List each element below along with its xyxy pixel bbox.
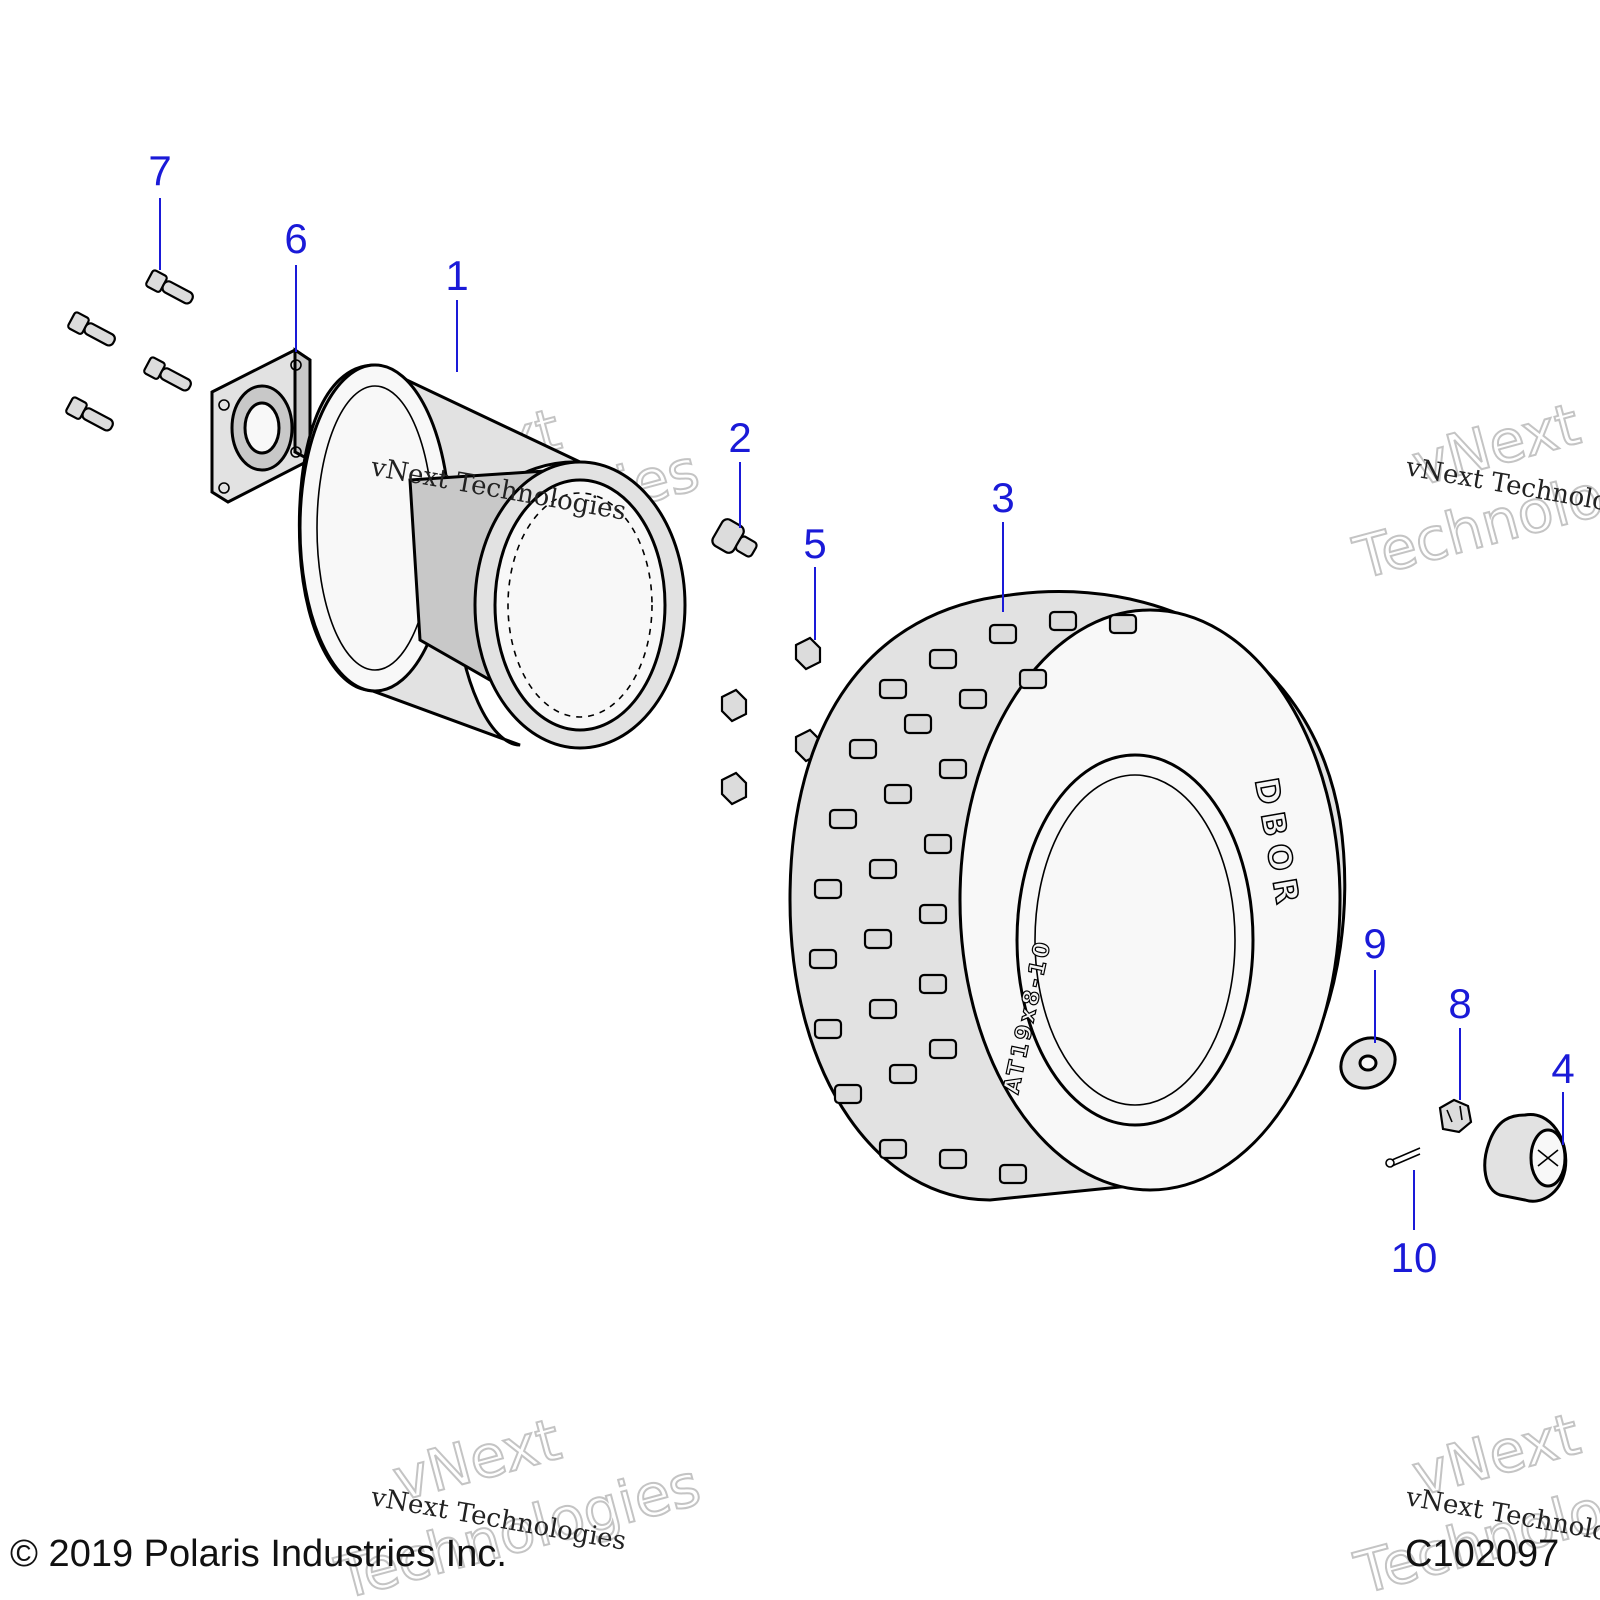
callout-7: 7 <box>148 147 171 194</box>
tire-tread-pattern <box>808 610 1138 1185</box>
part-tire: DBOR AT19x8-10 <box>788 590 1347 1202</box>
part-lug-nuts <box>720 636 822 806</box>
callout-2: 2 <box>728 414 751 461</box>
callout-5: 5 <box>803 520 826 567</box>
copyright-text: © 2019 Polaris Industries Inc. <box>10 1533 507 1575</box>
callout-4: 4 <box>1551 1045 1574 1092</box>
part-hub-cap <box>1483 1113 1568 1203</box>
callout-numbers: 7 6 1 2 5 3 9 8 4 10 <box>148 147 1574 1281</box>
leader-lines <box>159 198 1564 1230</box>
part-wheel-rim <box>297 363 687 750</box>
callout-8: 8 <box>1448 980 1471 1027</box>
part-valve-stem <box>711 518 758 558</box>
callout-1: 1 <box>445 252 468 299</box>
part-cotter-pin <box>1385 1147 1421 1168</box>
figure-id: C102097 <box>1405 1533 1560 1575</box>
callout-6: 6 <box>284 215 307 262</box>
part-wheel-studs <box>65 269 194 432</box>
part-wheel-hub <box>210 347 312 504</box>
part-castle-nut <box>1438 1098 1473 1134</box>
callout-10: 10 <box>1391 1234 1438 1281</box>
part-washer <box>1339 1036 1397 1090</box>
callout-9: 9 <box>1363 920 1386 967</box>
callout-3: 3 <box>991 474 1014 521</box>
